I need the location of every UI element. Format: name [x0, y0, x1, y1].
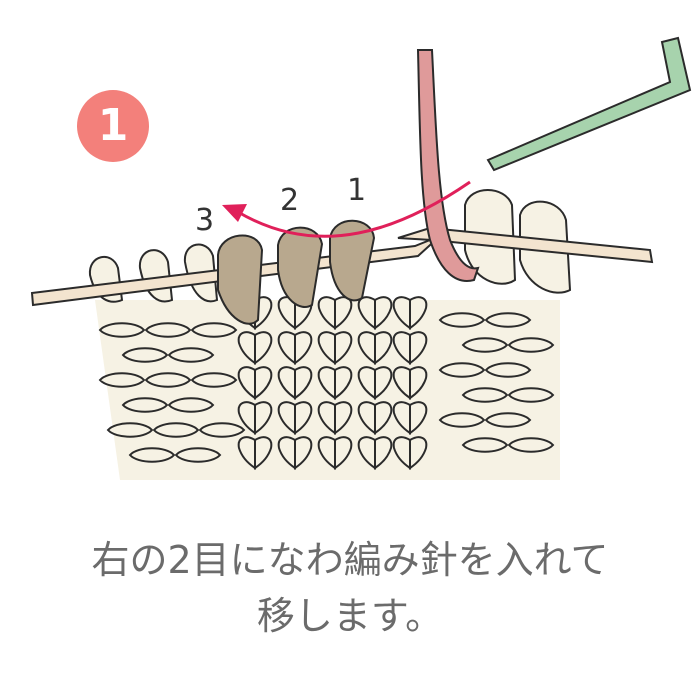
stitches-being-moved	[217, 219, 376, 325]
direction-arrow	[222, 180, 471, 238]
caption-line-1: 右の2目になわ編み針を入れて	[91, 538, 609, 582]
knitting-illustration	[30, 36, 692, 480]
stitch-number-3: 3	[195, 203, 215, 238]
stitch-number-1: 1	[347, 173, 367, 208]
working-yarn	[416, 49, 480, 282]
caption-line-2: 移します。	[256, 594, 444, 638]
cable-needle	[397, 226, 654, 264]
step-number-badge: 1	[77, 90, 149, 162]
instruction-caption: 右の2目になわ編み針を入れて 移します。	[0, 532, 700, 644]
stitch-number-2: 2	[280, 183, 300, 218]
cable-hook	[486, 36, 692, 172]
